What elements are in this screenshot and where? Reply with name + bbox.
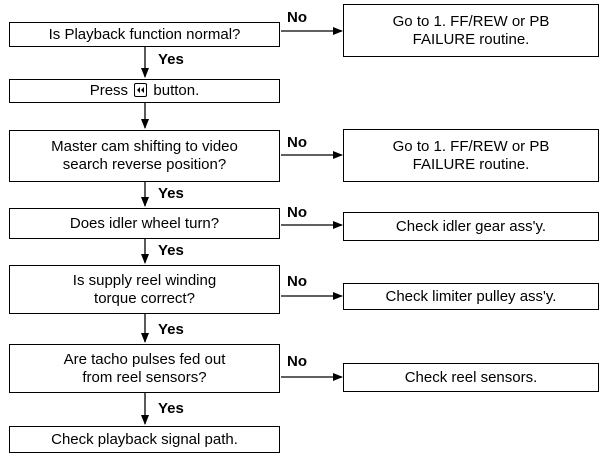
decision-text: torque correct?: [94, 289, 195, 307]
yes-label: Yes: [158, 242, 184, 259]
decision-text: Master cam shifting to video: [51, 138, 238, 155]
final-step-box: Check playback signal path.: [9, 426, 280, 453]
action-box-go-to-routine-1: Go to 1. FF/REW or PB FAILURE routine.: [343, 4, 599, 57]
action-box-reel-sensors: Check reel sensors.: [343, 363, 599, 392]
yes-label: Yes: [158, 400, 184, 417]
decision-text: Is Playback function normal?: [48, 25, 241, 43]
rewind-button-icon: [134, 83, 148, 97]
final-step-text: Check playback signal path.: [51, 430, 238, 448]
no-label: No: [287, 273, 307, 290]
decision-text: Does idler wheel turn?: [69, 214, 220, 232]
step-box-press-rewind: Press button.: [9, 79, 280, 103]
decision-box-supply-reel-torque: Is supply reel winding torque correct?: [9, 265, 280, 314]
decision-text: Are tacho pulses fed out: [63, 350, 226, 368]
action-box-limiter-pulley: Check limiter pulley ass'y.: [343, 283, 599, 310]
press-text: Press: [89, 82, 129, 99]
yes-label: Yes: [158, 321, 184, 338]
yes-label: Yes: [158, 51, 184, 68]
decision-text: search reverse position?: [62, 156, 227, 173]
decision-box-master-cam: Master cam shifting to video search reve…: [9, 130, 280, 182]
decision-box-playback-normal: Is Playback function normal?: [9, 22, 280, 47]
no-label: No: [287, 9, 307, 26]
no-label: No: [287, 204, 307, 221]
decision-text: from reel sensors?: [82, 368, 207, 386]
no-label: No: [287, 134, 307, 151]
decision-text: Is supply reel winding: [72, 271, 217, 289]
decision-box-idler-wheel: Does idler wheel turn?: [9, 208, 280, 239]
no-label: No: [287, 353, 307, 370]
action-box-idler-gear: Check idler gear ass'y.: [343, 212, 599, 241]
button-text: button.: [153, 82, 200, 99]
decision-box-tacho-pulses: Are tacho pulses fed out from reel senso…: [9, 344, 280, 393]
action-box-go-to-routine-2: Go to 1. FF/REW or PB FAILURE routine.: [343, 129, 599, 182]
yes-label: Yes: [158, 185, 184, 202]
